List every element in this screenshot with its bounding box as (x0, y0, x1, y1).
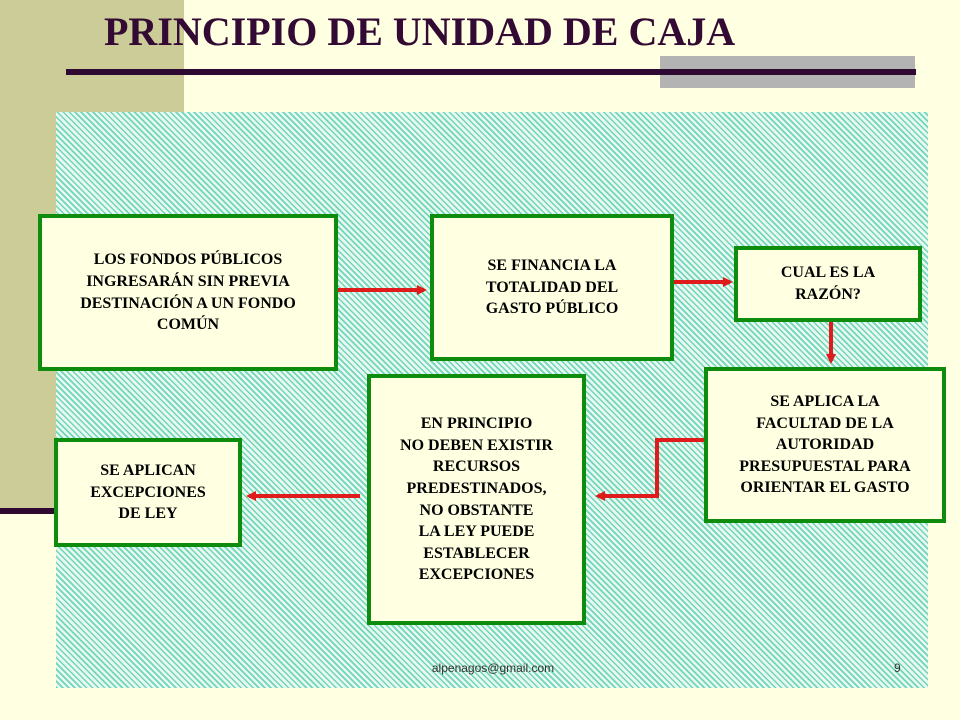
slide-title: PRINCIPIO DE UNIDAD DE CAJA (104, 9, 736, 54)
side-accent-line (0, 508, 56, 514)
box-facultad-autoridad: SE APLICA LA FACULTAD DE LA AUTORIDAD PR… (704, 367, 946, 523)
box-excepciones-ley: SE APLICAN EXCEPCIONES DE LEY (54, 438, 242, 547)
arrow-facultad-to-principio (595, 438, 704, 501)
footer-email: alpenagos@gmail.com (431, 661, 555, 675)
page-number: 9 (894, 661, 901, 675)
title-rule (66, 69, 916, 75)
box-financia-gasto: SE FINANCIA LA TOTALIDAD DEL GASTO PÚBLI… (430, 214, 674, 361)
box-cual-razon: CUAL ES LA RAZÓN? (734, 246, 922, 322)
box-fondos-publicos: LOS FONDOS PÚBLICOS INGRESARÁN SIN PREVI… (38, 214, 338, 371)
box-en-principio: EN PRINCIPIO NO DEBEN EXISTIR RECURSOS P… (367, 374, 586, 625)
